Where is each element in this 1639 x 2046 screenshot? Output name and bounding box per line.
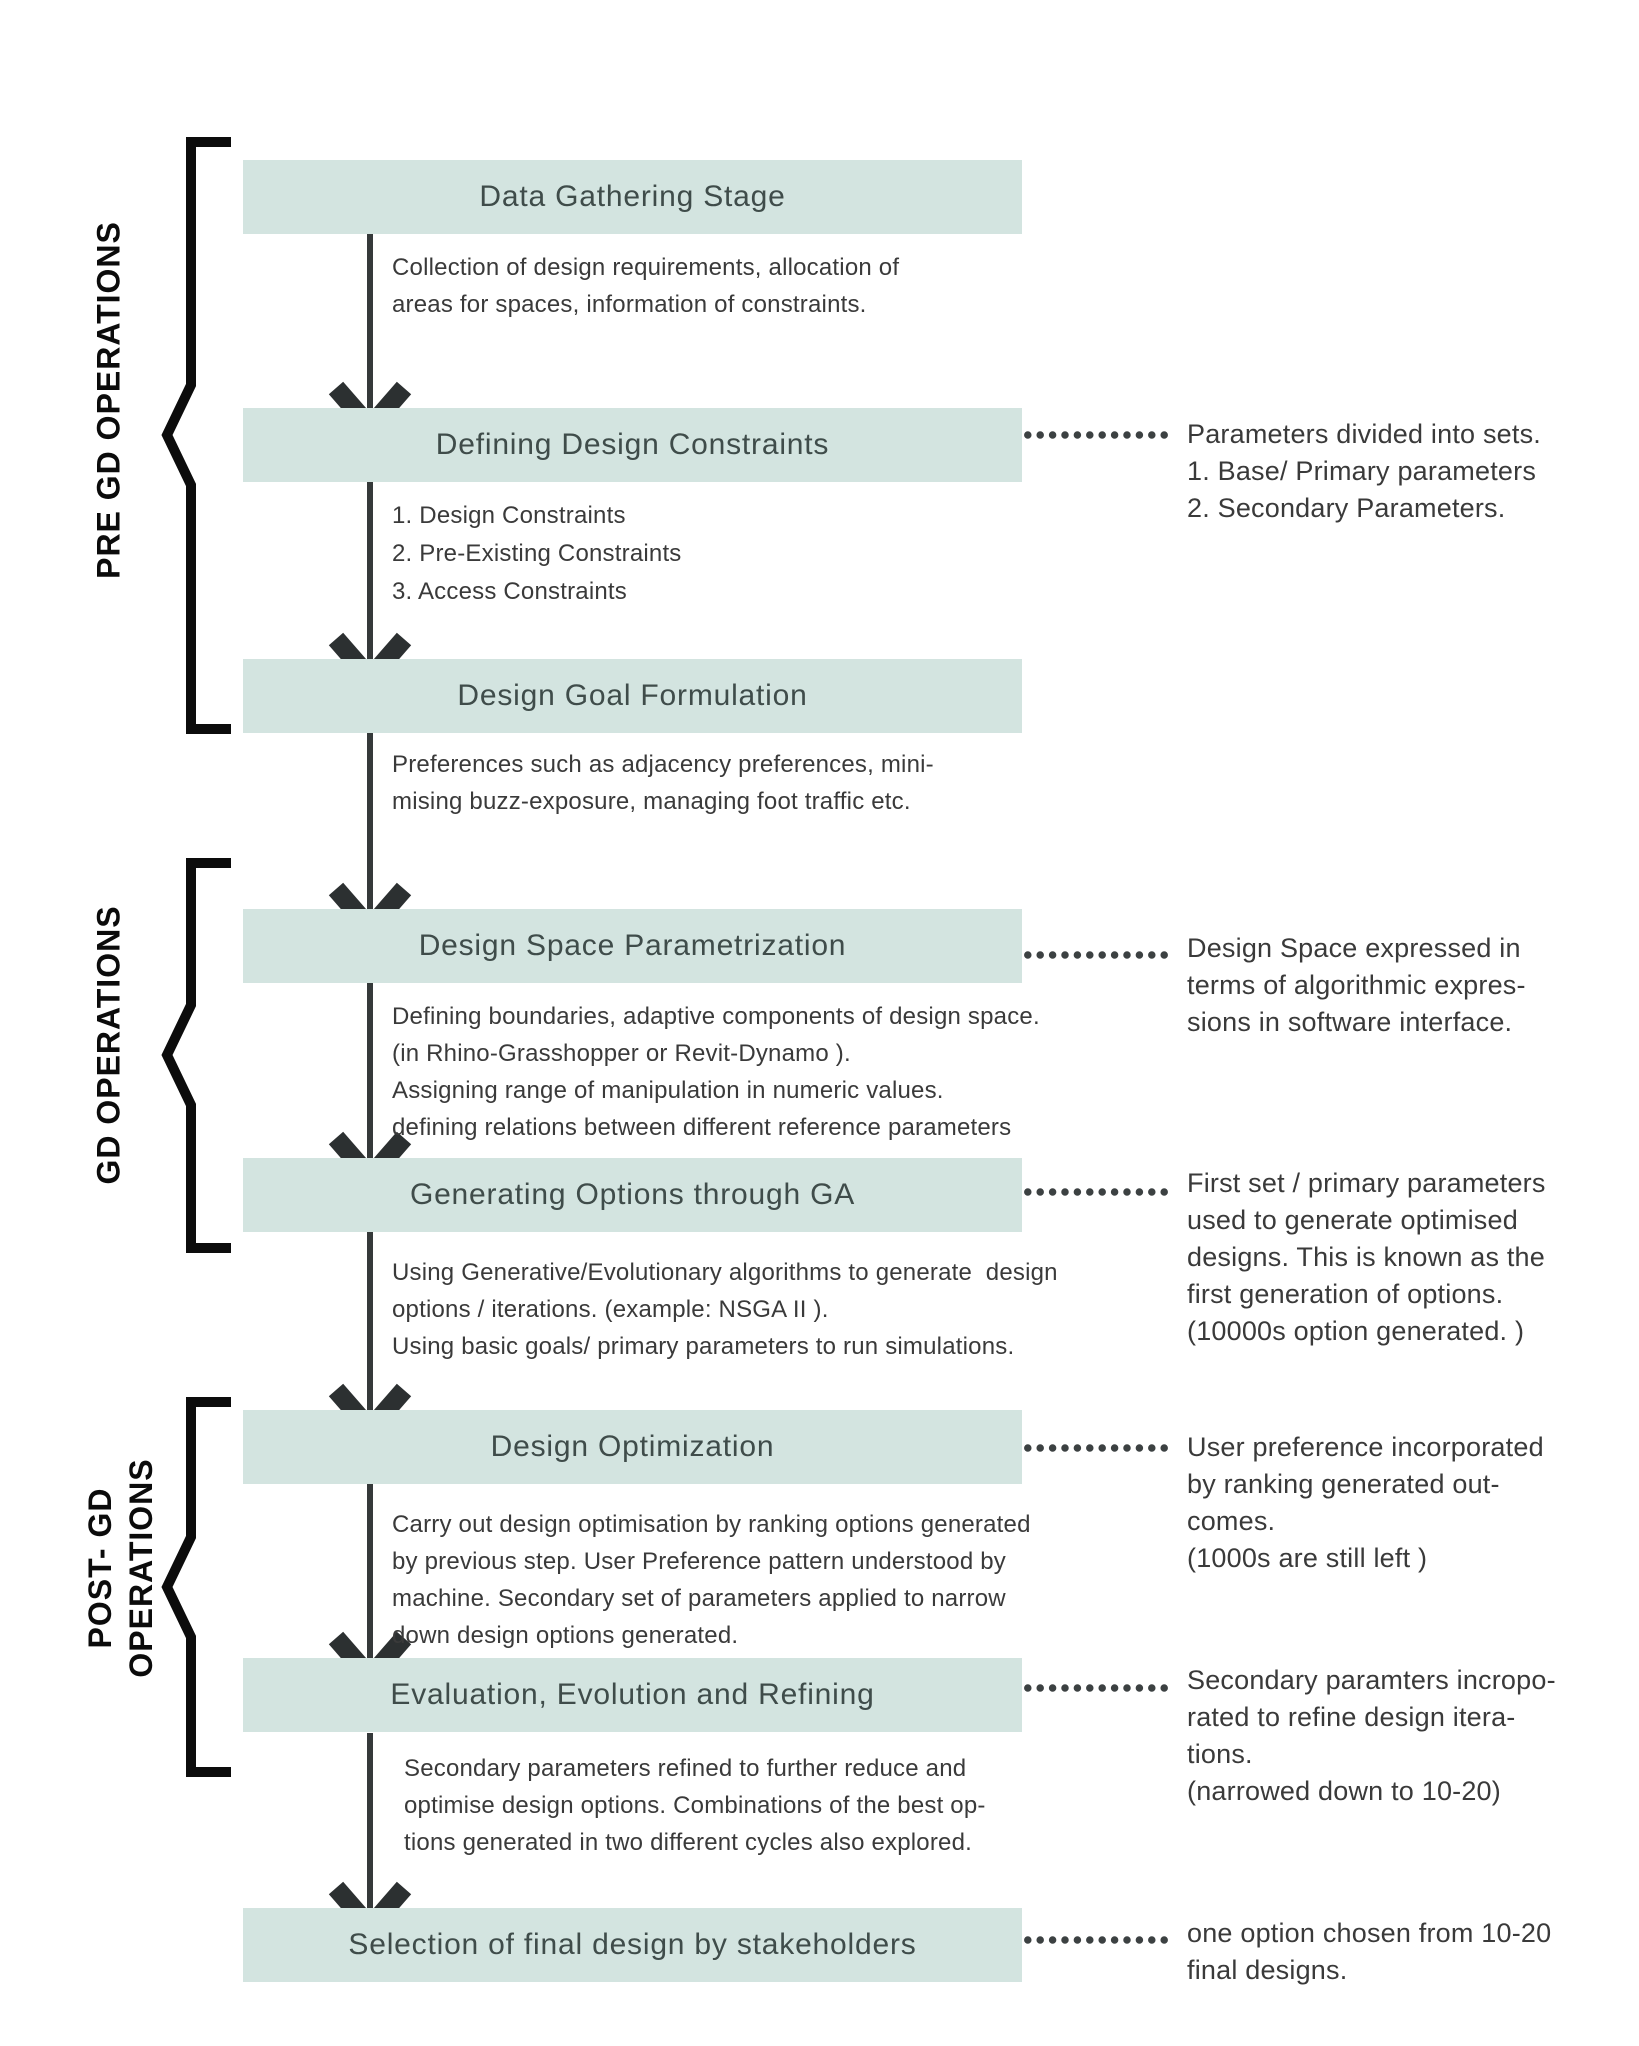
stage-box-final-selection: Selection of final design by stakeholder… (243, 1908, 1022, 1982)
stage-box-generating-options-ga: Generating Options through GA (243, 1158, 1022, 1232)
annotation-parameter-sets: Parameters divided into sets. 1. Base/ P… (1187, 419, 1541, 523)
annotation-design-space-expression: Design Space expressed in terms of algor… (1187, 933, 1526, 1037)
annotation-user-preference-ranking: User preference incorporated by ranking … (1187, 1432, 1544, 1573)
brace-post-gd-operations (161, 1397, 231, 1777)
stage-title: Evaluation, Evolution and Refining (390, 1678, 875, 1711)
phase-label-post-gd-operations: POST- GD OPERATIONS (82, 1458, 159, 1678)
stage-box-data-gathering: Data Gathering Stage (243, 160, 1022, 234)
brace-gd-operations (161, 858, 231, 1253)
stage-box-evaluation-evolution-refining: Evaluation, Evolution and Refining (243, 1658, 1022, 1732)
stage-title: Generating Options through GA (409, 1178, 856, 1211)
phase-label-pre-gd-operations: PRE GD OPERATIONS (90, 221, 127, 579)
stage-title: Design Optimization (490, 1430, 775, 1463)
annotation-first-generation-options: First set / primary parameters used to g… (1187, 1168, 1546, 1346)
stage-box-design-space-parametrization: Design Space Parametrization (243, 909, 1022, 983)
flow-arrow-7 (328, 1733, 412, 1942)
stage-title: Selection of final design by stakeholder… (348, 1928, 917, 1961)
stage-description-design-space-parametrization: Defining boundaries, adaptive components… (392, 1003, 1040, 1141)
stage-title: Design Space Parametrization (418, 929, 847, 962)
stage-title: Data Gathering Stage (479, 180, 786, 213)
annotation-final-option-chosen: one option chosen from 10-20 final desig… (1187, 1918, 1552, 1985)
stage-title: Design Goal Formulation (457, 679, 808, 712)
stage-description-generating-options-ga: Using Generative/Evolutionary algorithms… (392, 1259, 1058, 1360)
stage-box-defining-design-constraints: Defining Design Constraints (243, 408, 1022, 482)
stage-description-design-optimization: Carry out design optimisation by ranking… (392, 1511, 1031, 1649)
phase-label-gd-operations: GD OPERATIONS (90, 905, 127, 1185)
brace-pre-gd-operations (161, 137, 231, 734)
stage-box-design-optimization: Design Optimization (243, 1410, 1022, 1484)
stage-description-evaluation-evolution-refining: Secondary parameters refined to further … (404, 1755, 986, 1856)
annotation-secondary-parameters-refine: Secondary paramters incropo- rated to re… (1187, 1665, 1556, 1806)
stage-description-data-gathering: Collection of design requirements, alloc… (392, 254, 900, 318)
stage-title: Defining Design Constraints (435, 428, 830, 461)
stage-box-design-goal-formulation: Design Goal Formulation (243, 659, 1022, 733)
stage-description-defining-design-constraints: 1. Design Constraints 2. Pre-Existing Co… (392, 502, 682, 605)
stage-description-design-goal-formulation: Preferences such as adjacency preference… (392, 751, 934, 815)
